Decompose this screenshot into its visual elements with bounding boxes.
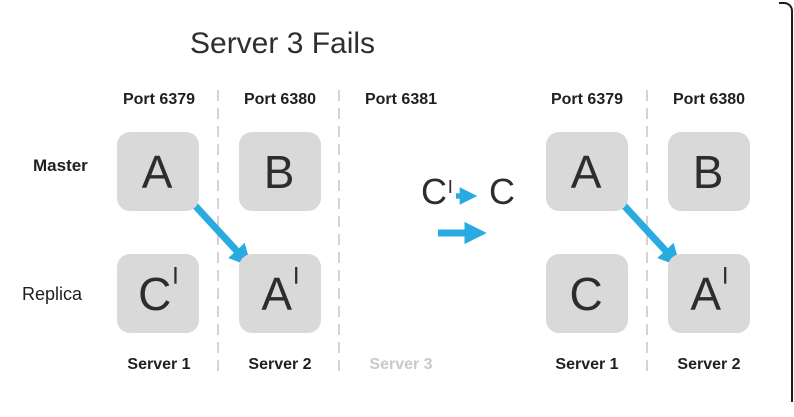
diagram-title: Server 3 Fails (190, 27, 376, 60)
node-letter: C (138, 267, 172, 320)
prime-mark: | (293, 264, 299, 285)
prime-mark: | (722, 264, 728, 285)
node-letter: C (569, 267, 603, 320)
port-label-right-1: Port 6379 (550, 91, 624, 108)
server-label-left-2: Server 2 (248, 356, 312, 373)
node-letter: A (570, 145, 602, 198)
node-letter: B (692, 145, 724, 198)
node-right-replica-c: C (546, 254, 628, 333)
server-label-right-2: Server 2 (677, 356, 741, 373)
prime-mark: | (448, 177, 453, 193)
prime-mark: | (173, 264, 178, 285)
transition-letter: C (421, 171, 447, 212)
port-label-right-2: Port 6380 (672, 91, 746, 108)
node-right-master-a: A (546, 132, 628, 211)
server-label-right-1: Server 1 (555, 356, 619, 373)
node-right-replica-a: A| (668, 254, 750, 333)
replication-arrow-left (185, 195, 252, 267)
replication-arrow-right (614, 195, 681, 267)
server-label-left-3-failed: Server 3 (369, 356, 433, 373)
node-letter: A (690, 267, 722, 320)
port-label-left-1: Port 6379 (122, 91, 196, 108)
node-left-master-a: A (117, 132, 199, 211)
node-left-master-b: B (239, 132, 321, 211)
node-letter: B (263, 145, 295, 198)
server-label-left-1: Server 1 (127, 356, 191, 373)
row-label-replica: Replica (22, 284, 83, 304)
node-letter: A (141, 145, 173, 198)
port-label-left-3: Port 6381 (364, 91, 438, 108)
frame-border (779, 2, 793, 402)
transition-to-label: C (489, 171, 515, 212)
node-letter: A (261, 267, 293, 320)
port-label-left-2: Port 6380 (243, 91, 317, 108)
node-right-master-b: B (668, 132, 750, 211)
row-label-master: Master (33, 156, 88, 175)
node-left-replica-a: A| (239, 254, 321, 333)
transition-from-label: C| (421, 174, 452, 210)
node-left-replica-c: C| (117, 254, 199, 333)
